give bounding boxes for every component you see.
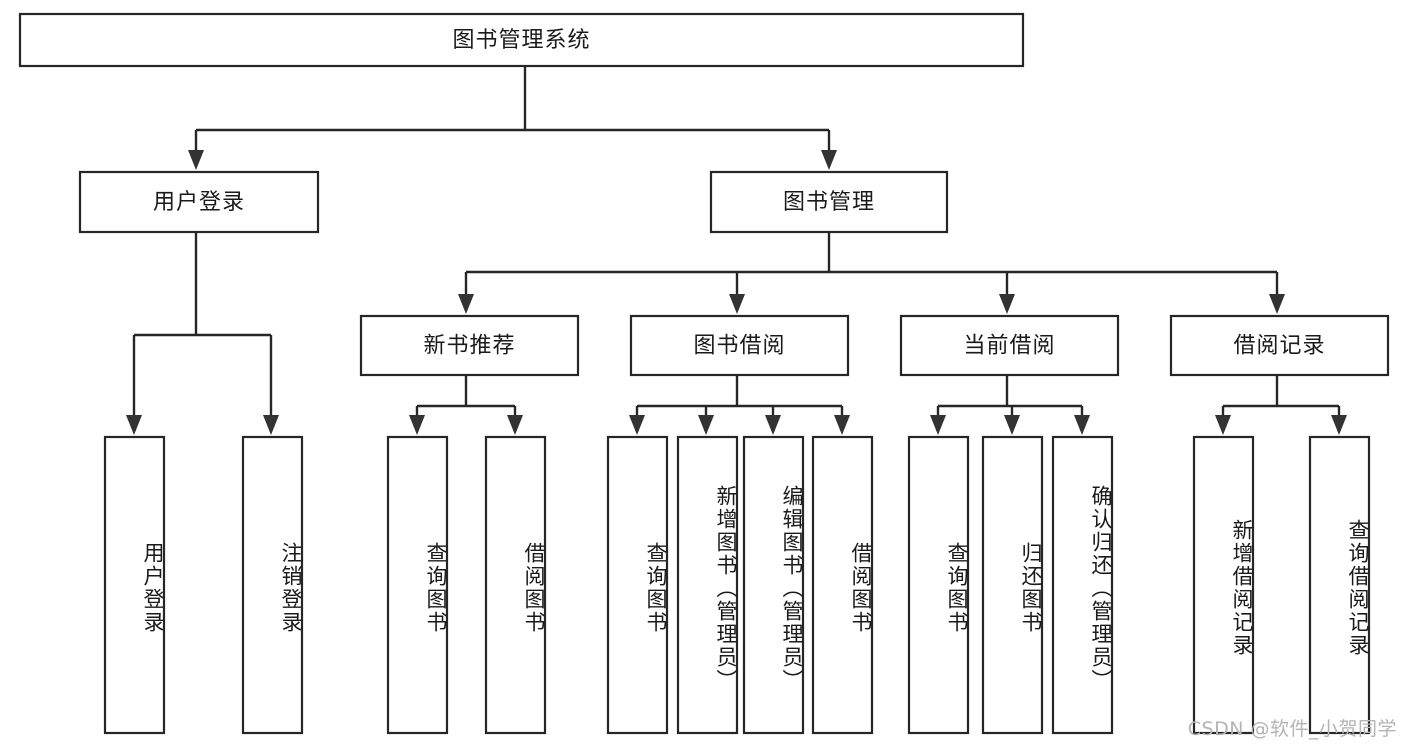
arrow-head-icon-new_book_to_leaves-1: [507, 415, 523, 435]
node-box-leaf-add-record[interactable]: [1192, 435, 1255, 735]
node-box-leaf-add-book[interactable]: [676, 435, 739, 735]
arrow-head-icon-root_to_level2-1: [821, 150, 837, 170]
node-label-user-login: 用户登录: [153, 190, 245, 215]
node-box-new-book-recommend[interactable]: [359, 314, 580, 377]
arrow-head-icon-user_login_to_leaves-1: [263, 415, 279, 435]
arrow-head-icon-current_borrow_to_leaves-2: [1074, 415, 1090, 435]
node-label-book-management: 图书管理: [783, 190, 875, 215]
node-label-current-borrow: 当前借阅: [963, 334, 1055, 359]
watermark-text: CSDN @软件_小贺同学: [1187, 718, 1397, 740]
arrow-head-icon-book_borrow_to_leaves-1: [698, 415, 714, 435]
arrow-head-icon-new_book_to_leaves-0: [409, 415, 425, 435]
node-label-borrow-record: 借阅记录: [1233, 334, 1325, 359]
arrow-head-icon-level2_to_level3-0: [458, 294, 474, 314]
node-box-current-borrow[interactable]: [899, 314, 1120, 377]
node-box-leaf-user-login[interactable]: [103, 435, 166, 735]
node-box-book-management[interactable]: [709, 170, 949, 234]
arrow-head-icon-book_borrow_to_leaves-2: [765, 415, 781, 435]
arrow-head-icon-borrow_record_to_leaves-0: [1215, 415, 1231, 435]
arrow-head-icon-current_borrow_to_leaves-1: [1004, 415, 1020, 435]
arrow-head-icon-level2_to_level3-2: [999, 294, 1015, 314]
arrow-head-icon-user_login_to_leaves-0: [126, 415, 142, 435]
node-box-book-borrow[interactable]: [629, 314, 850, 377]
node-label-new-book-recommend: 新书推荐: [423, 334, 515, 359]
arrow-head-icon-borrow_record_to_leaves-1: [1331, 415, 1347, 435]
arrow-head-icon-current_borrow_to_leaves-0: [930, 415, 946, 435]
arrow-head-icon-book_borrow_to_leaves-0: [629, 415, 645, 435]
node-box-leaf-query-book-current[interactable]: [907, 435, 970, 735]
connector-layer: [126, 66, 1347, 435]
node-box-user-login[interactable]: [78, 170, 320, 234]
arrow-head-icon-book_borrow_to_leaves-3: [834, 415, 850, 435]
arrow-head-icon-root_to_level2-0: [188, 150, 204, 170]
node-box-leaf-logout[interactable]: [241, 435, 304, 735]
node-box-borrow-record[interactable]: [1169, 314, 1390, 377]
node-label-root: 图书管理系统: [452, 28, 590, 53]
node-box-layer: [18, 12, 1390, 735]
node-box-leaf-query-record[interactable]: [1308, 435, 1371, 735]
node-box-leaf-borrow-book[interactable]: [811, 435, 874, 735]
node-box-leaf-return-book[interactable]: [981, 435, 1044, 735]
node-box-root[interactable]: [18, 12, 1025, 68]
node-box-leaf-query-book-rec[interactable]: [386, 435, 449, 735]
node-box-leaf-confirm-return[interactable]: [1051, 435, 1114, 735]
arrow-head-icon-level2_to_level3-3: [1269, 294, 1285, 314]
arrow-head-icon-level2_to_level3-1: [729, 294, 745, 314]
node-label-book-borrow: 图书借阅: [693, 334, 785, 359]
node-box-leaf-borrow-book-rec[interactable]: [484, 435, 547, 735]
node-box-leaf-query-book-borrow[interactable]: [606, 435, 669, 735]
node-box-leaf-edit-book[interactable]: [742, 435, 805, 735]
